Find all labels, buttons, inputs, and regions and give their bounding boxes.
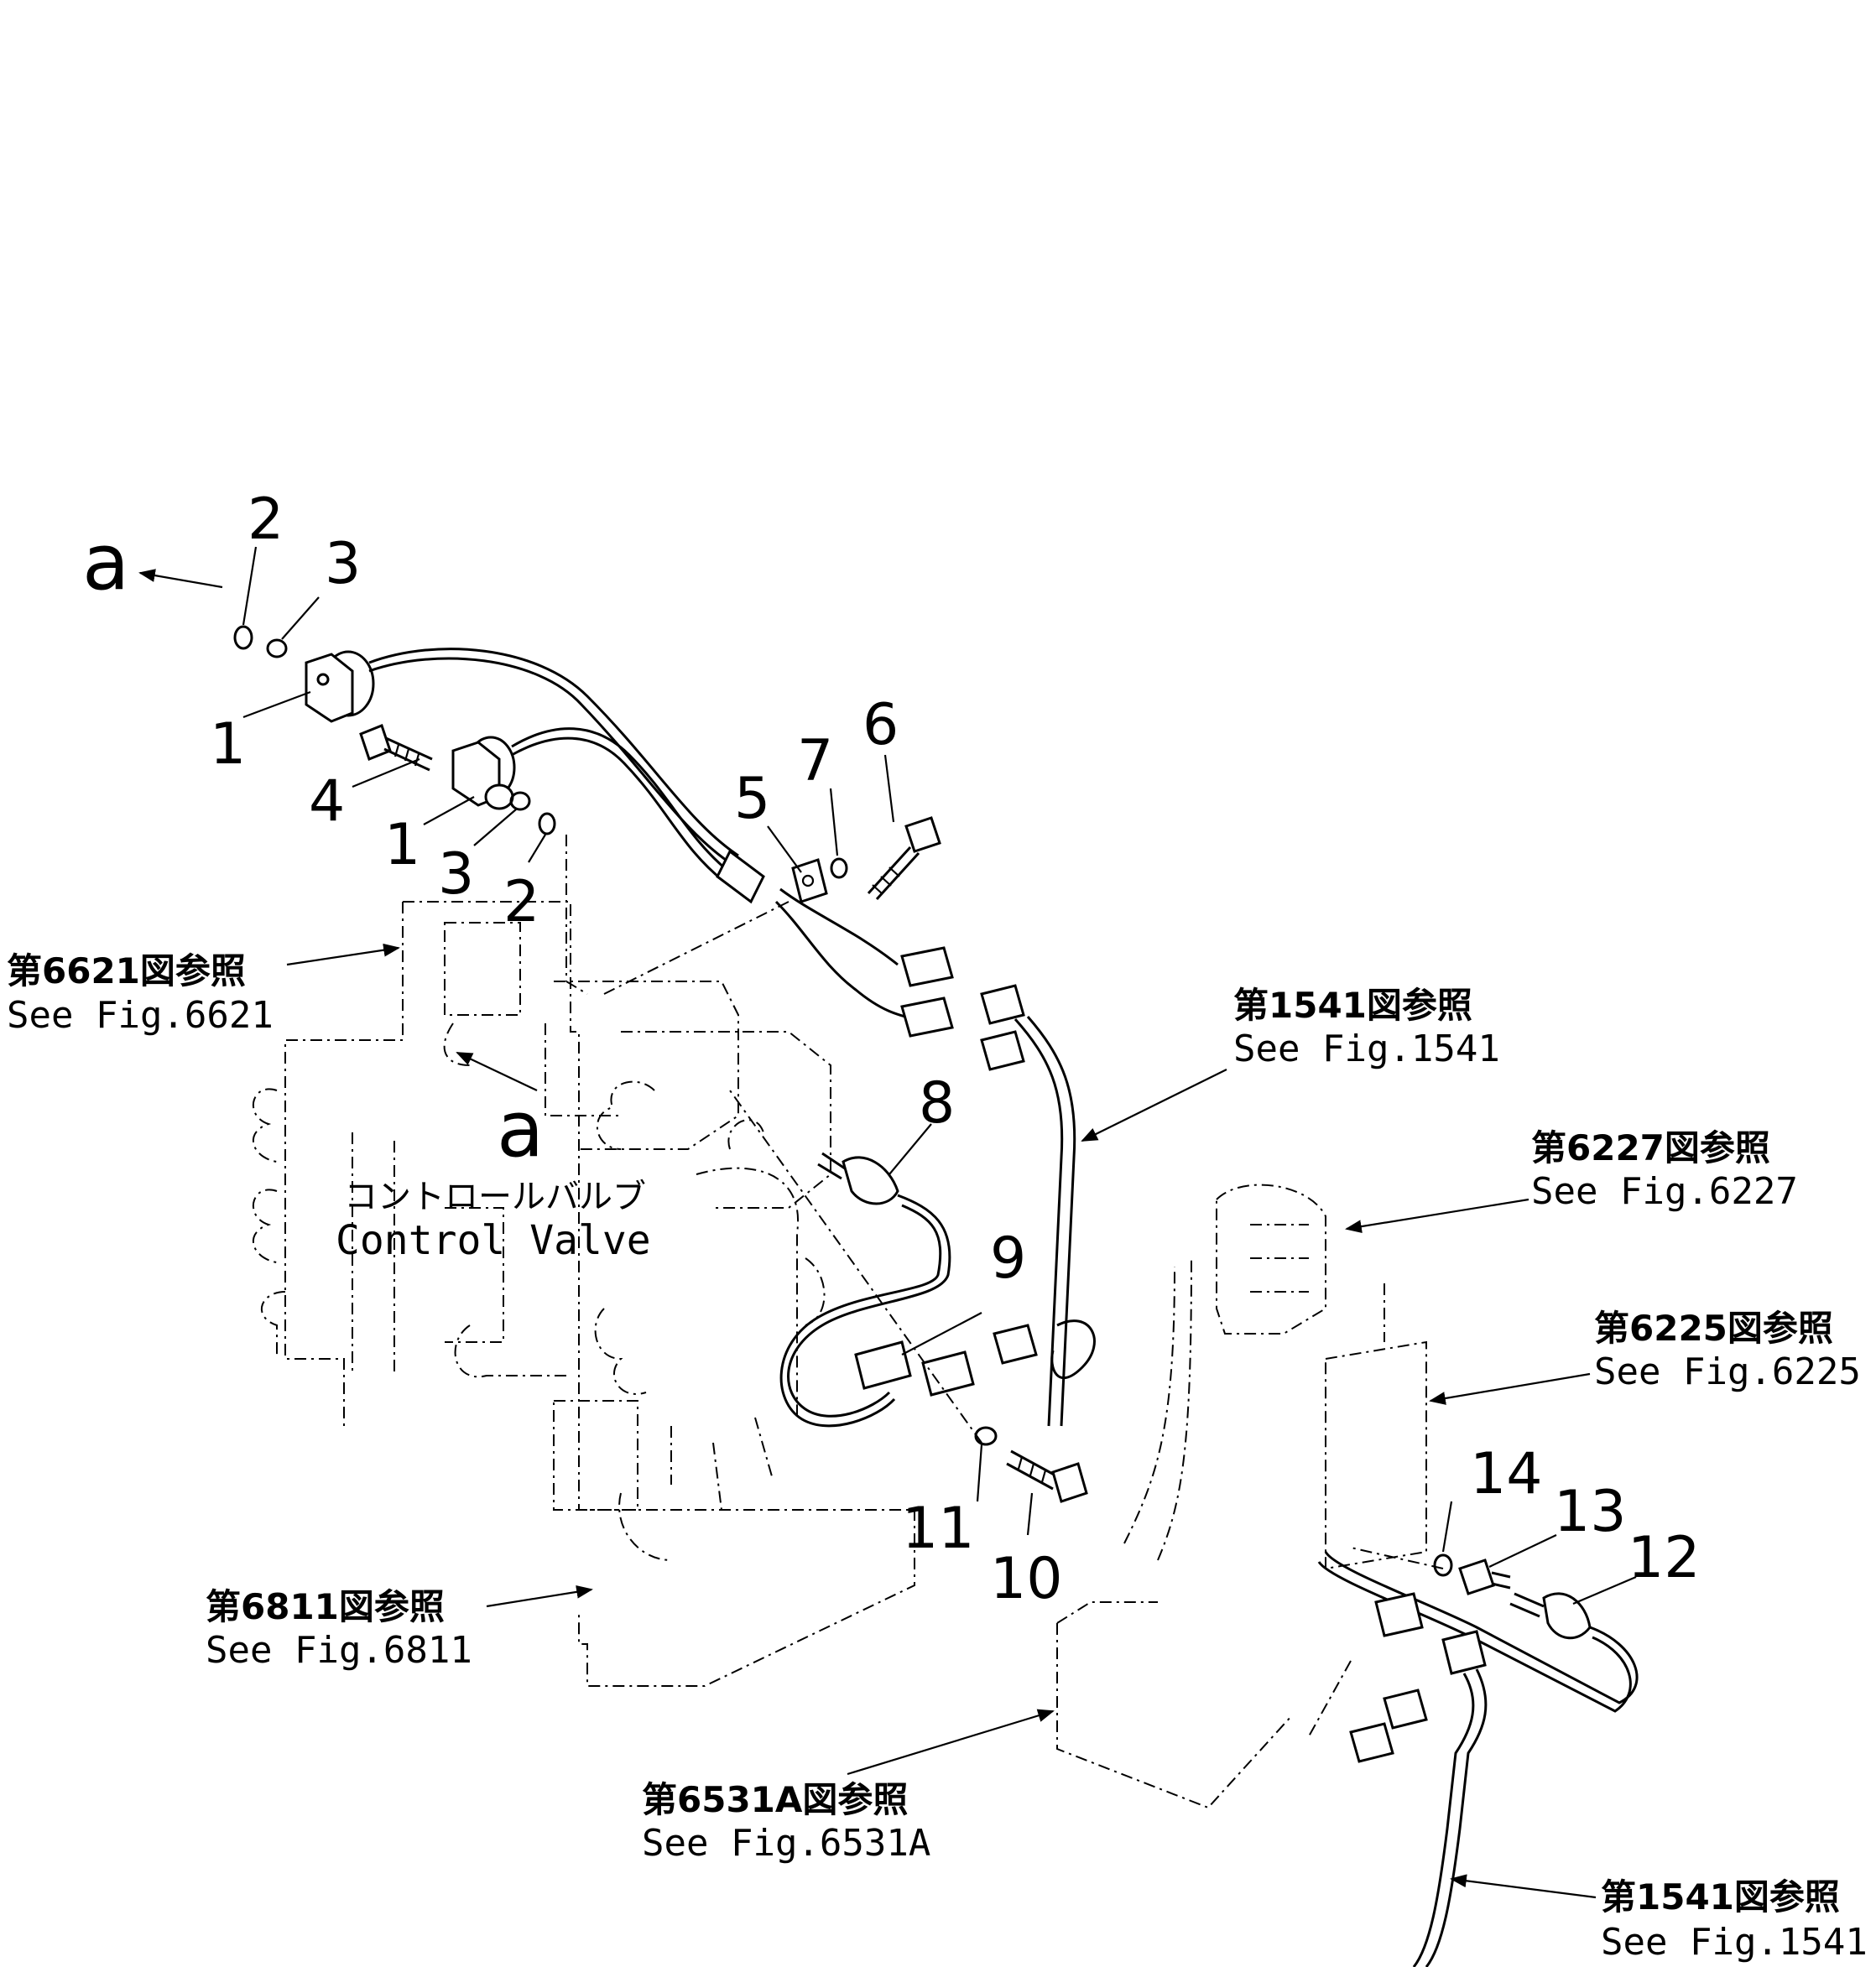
ref-fig-6227: 第6227図参照 See Fig.6227 <box>1531 1127 1798 1213</box>
ref-fig-1541-top: 第1541図参照 See Fig.1541 <box>1233 985 1500 1070</box>
part-number-12: 12 <box>1628 1525 1701 1591</box>
ref-fig-6811-en: See Fig.6811 <box>206 1629 472 1672</box>
ref-fig-6811: 第6811図参照 See Fig.6811 <box>206 1586 472 1672</box>
ref-fig-6531a: 第6531A図参照 See Fig.6531A <box>642 1779 930 1865</box>
part-number-7: 7 <box>797 728 833 794</box>
bolt-6[interactable] <box>867 816 941 901</box>
ref-fig-6227-jp: 第6227図参照 <box>1531 1127 1770 1168</box>
pressure-switch-upper[interactable] <box>305 650 375 723</box>
part-number-3-lower: 3 <box>438 841 474 908</box>
part-number-5: 5 <box>734 766 770 832</box>
ref-fig-1541-top-en: See Fig.1541 <box>1233 1028 1500 1070</box>
washer-3-lower[interactable] <box>509 791 531 811</box>
ref-fig-6225-jp: 第6225図参照 <box>1594 1308 1833 1349</box>
leader-lines <box>138 546 1637 1899</box>
part-number-2-upper: 2 <box>248 487 284 553</box>
bolt-4[interactable] <box>359 724 433 772</box>
part-number-14: 14 <box>1470 1441 1543 1507</box>
o-ring-2-lower[interactable] <box>538 812 556 835</box>
part-number-3-upper: 3 <box>325 531 361 597</box>
sensor-12[interactable] <box>1509 1592 1592 1640</box>
part-number-9: 9 <box>990 1225 1026 1292</box>
o-ring-2-upper[interactable] <box>233 625 253 650</box>
adapter-13[interactable] <box>1458 1559 1511 1595</box>
ref-fig-1541-bottom-jp: 第1541図参照 <box>1601 1876 1840 1918</box>
ref-fig-6227-en: See Fig.6227 <box>1531 1170 1798 1213</box>
control-valve-label-en: Control Valve <box>336 1217 651 1264</box>
part-number-1-upper: 1 <box>210 711 246 778</box>
harness-top <box>980 984 1096 1427</box>
sensor-8[interactable] <box>817 1152 899 1205</box>
o-ring-14[interactable] <box>1433 1553 1453 1577</box>
switch-wiring <box>368 648 954 1038</box>
ref-fig-6621-en: See Fig.6621 <box>7 994 274 1037</box>
part-number-10: 10 <box>990 1546 1063 1612</box>
bolt-10[interactable] <box>1006 1449 1088 1503</box>
part-number-13: 13 <box>1554 1479 1627 1545</box>
ref-fig-1541-bottom: 第1541図参照 See Fig.1541 <box>1601 1876 1868 1964</box>
part-number-2-lower: 2 <box>503 869 539 935</box>
part-number-1-lower: 1 <box>384 812 420 878</box>
ref-fig-1541-top-jp: 第1541図参照 <box>1233 985 1472 1026</box>
washer-11[interactable] <box>974 1426 998 1446</box>
harness-right <box>1317 1551 1639 1967</box>
view-marker-a-top: a <box>82 518 129 607</box>
pressure-switch-lower[interactable] <box>451 736 516 810</box>
ref-fig-6621: 第6621図参照 See Fig.6621 <box>7 950 274 1037</box>
part-number-4: 4 <box>309 768 345 835</box>
ref-fig-6531a-en: See Fig.6531A <box>642 1822 930 1865</box>
ref-fig-6225: 第6225図参照 See Fig.6225 <box>1594 1308 1861 1393</box>
ref-fig-6621-jp: 第6621図参照 <box>7 950 246 991</box>
part-number-labels: 2 3 1 4 1 3 2 5 7 6 8 9 11 10 14 13 12 <box>210 487 1701 1612</box>
ref-fig-6531a-jp: 第6531A図参照 <box>642 1779 908 1820</box>
view-marker-a-mid: a <box>497 1085 544 1174</box>
clip-5[interactable] <box>791 858 828 903</box>
ref-fig-6225-en: See Fig.6225 <box>1594 1350 1861 1393</box>
washer-7[interactable] <box>830 857 848 879</box>
part-number-6: 6 <box>862 692 899 758</box>
control-valve-label-jp: コントロールバルブ <box>344 1178 646 1216</box>
washer-3-upper[interactable] <box>266 638 288 658</box>
frame-panel <box>1056 1184 1427 1809</box>
part-number-8: 8 <box>919 1070 955 1137</box>
ref-fig-6811-jp: 第6811図参照 <box>206 1586 445 1627</box>
ref-fig-1541-bottom-en: See Fig.1541 <box>1601 1921 1868 1964</box>
sensor-cable <box>779 1194 975 1428</box>
control-valve-body <box>252 901 915 1687</box>
part-number-11: 11 <box>902 1496 975 1562</box>
